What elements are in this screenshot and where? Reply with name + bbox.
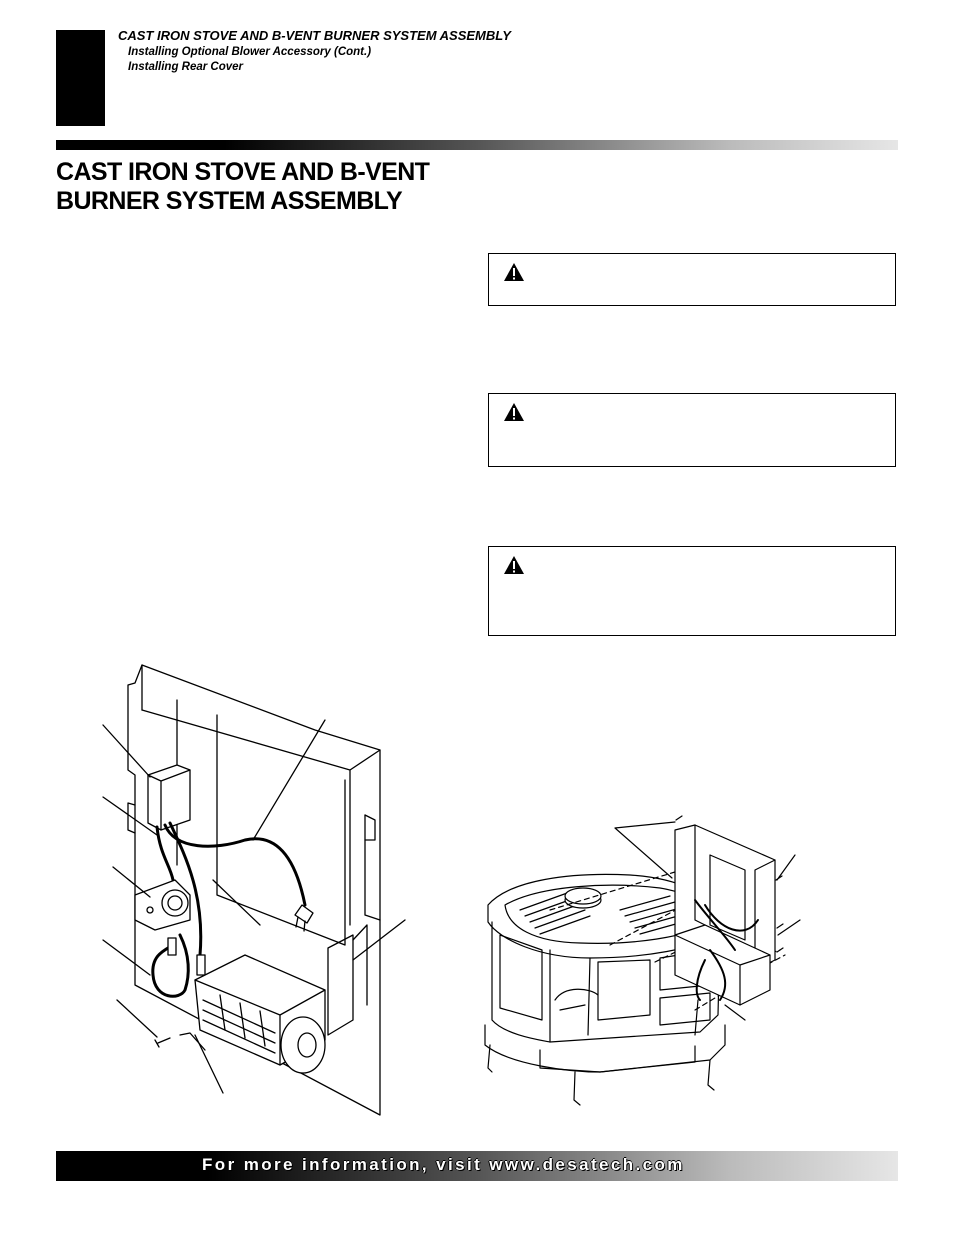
warning-triangle-icon (504, 263, 524, 281)
header-rule (56, 140, 898, 150)
section-tab-marker (56, 30, 105, 126)
running-header-subtitle-1: Installing Optional Blower Accessory (Co… (128, 46, 372, 58)
stove-rear-cover-illustration (484, 815, 801, 1106)
footer-banner: For more information, visit www.desatech… (56, 1151, 898, 1181)
blower-assembly-illustration (102, 664, 406, 1116)
section-title-line-1: CAST IRON STOVE AND B-VENT (56, 158, 430, 186)
section-title-line-2: BURNER SYSTEM ASSEMBLY (56, 187, 403, 215)
running-header-subtitle-2: Installing Rear Cover (128, 61, 244, 73)
warning-triangle-icon (504, 556, 524, 574)
warning-triangle-icon (504, 403, 524, 421)
footer-text: For more information, visit www.desatech… (202, 1155, 685, 1174)
warning-box-2 (488, 393, 896, 467)
warning-box-3 (488, 546, 896, 636)
warning-box-1 (488, 253, 896, 306)
section-title: CAST IRON STOVE AND B-VENT BURNER SYSTEM… (56, 158, 430, 216)
running-header-title: CAST IRON STOVE AND B-VENT BURNER SYSTEM… (118, 28, 511, 43)
